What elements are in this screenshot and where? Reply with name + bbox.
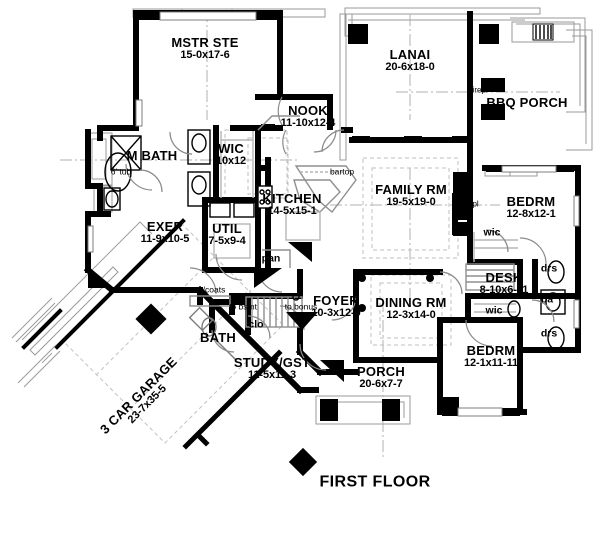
- garage-structure: [11, 218, 318, 477]
- interior-details: [103, 115, 566, 361]
- exterior-walls: [83, 10, 581, 415]
- windows: [87, 11, 580, 417]
- columns-and-piers: [88, 13, 574, 421]
- door-swings: [125, 96, 555, 371]
- center-lines: [60, 10, 560, 460]
- grill-icon: [532, 23, 554, 41]
